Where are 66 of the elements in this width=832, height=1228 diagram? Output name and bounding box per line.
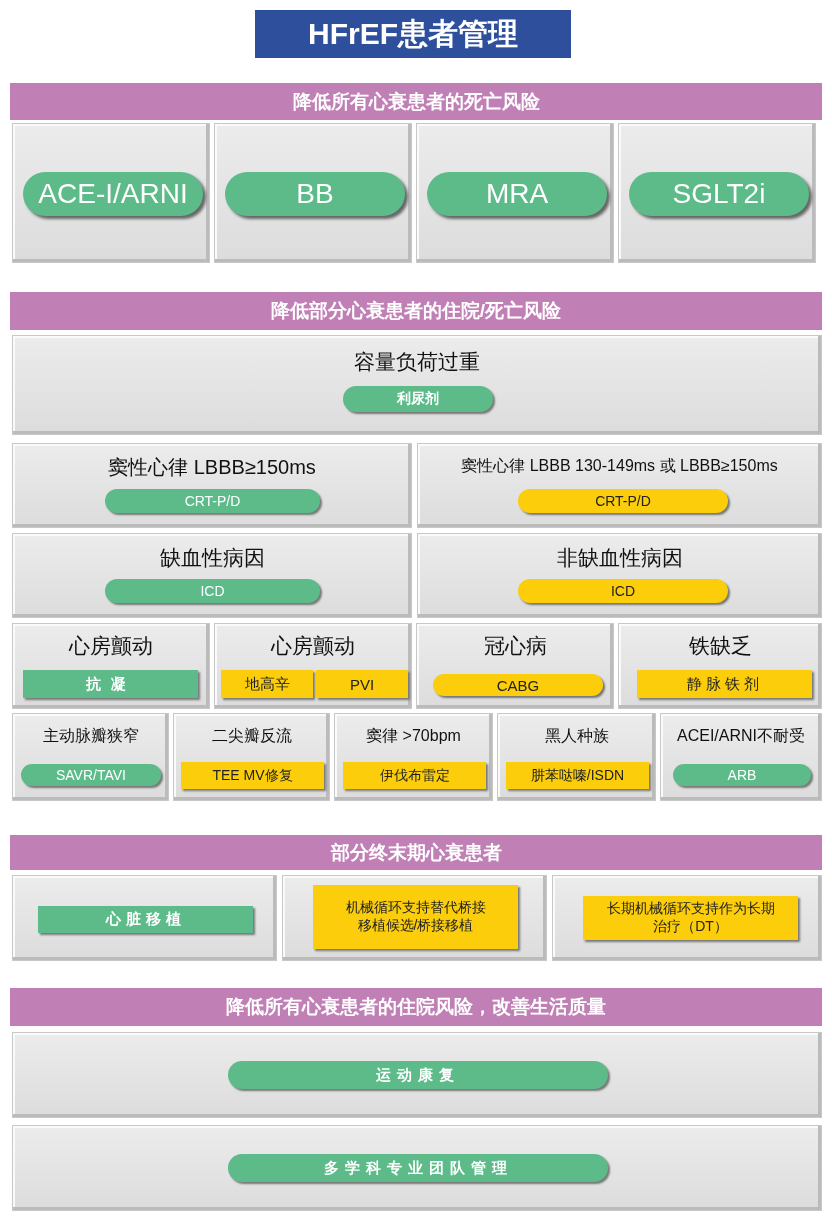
category-heading: 缺血性病因 [158, 545, 266, 571]
category-card [618, 623, 822, 709]
category-heading: 黑人种族 [543, 726, 610, 746]
treatment-label: PVI [316, 670, 408, 698]
section-header-band: 降低所有心衰患者的死亡风险 [10, 83, 822, 120]
category-heading: 窦性心律 LBBB 130-149ms 或 LBBB≥150ms [460, 456, 779, 476]
section-header-band: 降低所有心衰患者的住院风险，改善生活质量 [10, 988, 822, 1026]
category-card [416, 623, 614, 709]
treatment-pill: ACE-I/ARNI [23, 172, 203, 216]
treatment-pill: ARB [673, 764, 811, 786]
category-heading: 容量负荷过重 [353, 349, 481, 375]
category-card [416, 123, 614, 263]
section-header-band: 部分终末期心衰患者 [10, 835, 822, 870]
treatment-pill: BB [225, 172, 405, 216]
treatment-label: 抗凝 [23, 670, 198, 698]
treatment-pill: CRT-P/D [518, 489, 728, 513]
category-heading: 主动脉瓣狭窄 [41, 726, 140, 746]
treatment-label: 地高辛 [221, 670, 313, 698]
category-heading: ACEI/ARNI不耐受 [676, 726, 806, 746]
treatment-pill: SGLT2i [629, 172, 809, 216]
section-header-band: 降低部分心衰患者的住院/死亡风险 [10, 292, 822, 330]
treatment-label: 静脉铁剂 [637, 670, 812, 698]
category-card [417, 533, 822, 618]
category-heading: 窦性心律 LBBB≥150ms [107, 455, 317, 480]
treatment-label: 心脏移植 [38, 906, 253, 933]
category-heading: 心房颤动 [67, 633, 154, 659]
treatment-label: TEE MV修复 [181, 762, 324, 789]
category-card [12, 875, 277, 961]
category-card [173, 713, 330, 801]
category-card [214, 123, 412, 263]
category-card [12, 123, 210, 263]
category-card [497, 713, 656, 801]
category-card [12, 1032, 822, 1118]
category-heading: 冠心病 [482, 633, 548, 659]
category-card [282, 875, 547, 961]
category-card [12, 443, 412, 528]
title-banner: HFrEF患者管理 [255, 10, 571, 58]
category-heading: 窦律 >70bpm [365, 726, 462, 746]
treatment-label: 机械循环支持替代桥接移植候选/桥接移植 [313, 885, 518, 949]
category-heading: 心房颤动 [269, 633, 356, 659]
treatment-pill: ICD [105, 579, 320, 603]
treatment-label: 肼苯哒嗪/ISDN [506, 762, 649, 789]
category-card [12, 623, 210, 709]
category-card [417, 443, 822, 528]
treatment-pill: CRT-P/D [105, 489, 320, 513]
category-heading: 二尖瓣反流 [210, 726, 293, 746]
category-heading: 铁缺乏 [687, 633, 753, 659]
treatment-label: 长期机械循环支持作为长期治疗（DT） [583, 896, 798, 940]
treatment-pill: SAVR/TAVI [21, 764, 161, 786]
category-card [214, 623, 412, 709]
category-card [552, 875, 822, 961]
treatment-pill: 多学科专业团队管理 [228, 1154, 608, 1182]
category-heading: 非缺血性病因 [555, 545, 684, 571]
treatment-pill: CABG [433, 674, 603, 696]
category-card [12, 335, 822, 435]
category-card [12, 713, 169, 801]
category-card [618, 123, 816, 263]
treatment-label: 伊伐布雷定 [343, 762, 486, 789]
category-card [660, 713, 822, 801]
treatment-pill: ICD [518, 579, 728, 603]
treatment-pill: MRA [427, 172, 607, 216]
category-card [12, 1125, 822, 1211]
category-card [334, 713, 493, 801]
treatment-pill: 运动康复 [228, 1061, 608, 1089]
category-card [12, 533, 412, 618]
treatment-pill: 利尿剂 [343, 386, 493, 412]
